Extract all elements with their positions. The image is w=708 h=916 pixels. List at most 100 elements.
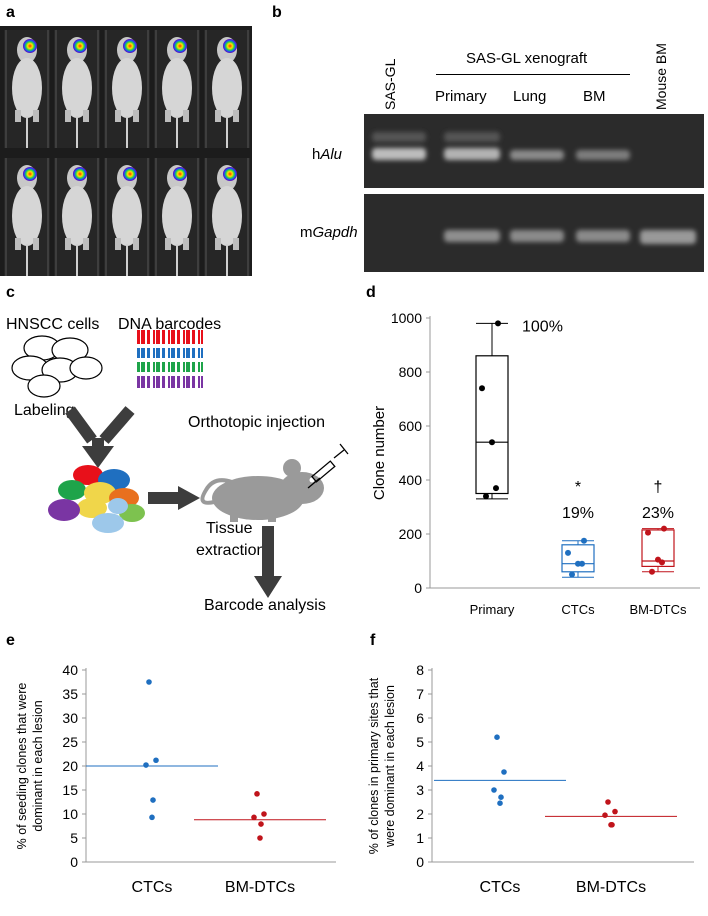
box xyxy=(561,544,595,573)
bioluminescence-signal xyxy=(223,39,237,53)
labeled-cell-cluster xyxy=(48,465,145,533)
y-tick-label: 600 xyxy=(399,418,423,434)
bioluminescence-signal xyxy=(73,39,87,53)
bioluminescence-signal xyxy=(23,39,37,53)
y-tick-label: 7 xyxy=(416,686,424,702)
bioluminescence-signal xyxy=(123,167,137,181)
cell-cluster xyxy=(11,335,103,398)
data-point xyxy=(483,493,489,500)
annotation: 19% xyxy=(562,505,594,522)
mouse-imaging-panel xyxy=(0,26,252,276)
data-point xyxy=(612,808,618,815)
bioluminescence-signal xyxy=(23,167,37,181)
data-point xyxy=(501,769,507,775)
dna-barcodes-label: DNA barcodes xyxy=(118,316,222,333)
y-tick-label: 6 xyxy=(416,710,424,726)
gel-image xyxy=(364,114,704,272)
panel-label-a: a xyxy=(6,4,15,21)
data-point xyxy=(491,787,497,793)
bioluminescence-signal xyxy=(123,39,137,53)
y-tick-label: 35 xyxy=(62,686,78,702)
band-gapdh-primary xyxy=(444,230,500,242)
gel-lane-label-sasgl: SAS-GL xyxy=(382,58,398,110)
syringe-icon xyxy=(307,443,349,489)
panel-label-e: e xyxy=(6,632,15,649)
y-tick-label: 200 xyxy=(399,526,423,542)
y-tick-label: 5 xyxy=(416,734,424,750)
y-tick-label: 5 xyxy=(70,830,78,846)
data-point xyxy=(489,439,495,446)
y-tick-label: 25 xyxy=(62,734,78,750)
data-point xyxy=(645,529,651,536)
data-point xyxy=(494,734,500,740)
box xyxy=(641,529,675,567)
band-alu-bm xyxy=(576,150,630,160)
y-tick-label: 3 xyxy=(416,782,424,798)
y-tick-label: 0 xyxy=(414,580,422,596)
x-tick-label: CTCs xyxy=(480,879,521,896)
y-tick-label: 1000 xyxy=(391,310,422,326)
data-point xyxy=(602,812,608,818)
data-point xyxy=(479,385,485,392)
band-gapdh-lung xyxy=(510,230,564,242)
data-point xyxy=(257,835,263,841)
data-point xyxy=(498,794,504,800)
data-point xyxy=(150,797,156,803)
dna-barcodes-graphic xyxy=(137,330,203,388)
data-point xyxy=(495,320,501,327)
gel-lane-label-bm: BM xyxy=(583,88,606,105)
y-tick-label: 0 xyxy=(70,854,78,870)
y-tick-label: 800 xyxy=(399,364,423,380)
panel-label-c: c xyxy=(6,284,15,301)
data-point xyxy=(261,811,267,817)
y-axis-label-line2: were dominant in each lesion xyxy=(383,685,397,848)
y-tick-label: 8 xyxy=(416,662,424,678)
band-alu-primary xyxy=(444,148,500,160)
merge-arrow xyxy=(65,406,135,444)
gel-row-label-alu: hAlu xyxy=(312,146,343,163)
panel-label-f: f xyxy=(370,632,376,649)
data-point xyxy=(497,800,503,806)
y-tick-label: 2 xyxy=(416,806,424,822)
significance-mark: † xyxy=(654,479,663,496)
annotation: 23% xyxy=(642,505,674,522)
x-tick-label: CTCs xyxy=(132,879,173,896)
xenograft-header: SAS-GL xenograft xyxy=(466,50,588,67)
data-point xyxy=(493,485,499,492)
data-point xyxy=(251,814,257,821)
xenograft-bracket xyxy=(436,74,630,75)
data-point xyxy=(579,560,585,567)
x-tick-label: CTCs xyxy=(561,602,595,617)
x-tick-label: BM-DTCs xyxy=(225,879,295,896)
data-point xyxy=(608,822,614,828)
y-tick-label: 0 xyxy=(416,854,424,870)
y-tick-label: 1 xyxy=(416,830,424,846)
gel-row-label-gapdh: mGapdh xyxy=(300,224,358,241)
y-tick-label: 40 xyxy=(62,662,78,678)
x-tick-label: BM-DTCs xyxy=(576,879,646,896)
x-tick-label: BM-DTCs xyxy=(629,602,687,617)
orthotopic-injection-label: Orthotopic injection xyxy=(188,414,325,431)
y-tick-label: 20 xyxy=(62,758,78,774)
y-axis-label-line1: % of seeding clones that were xyxy=(15,683,29,850)
y-axis-label-line2: dominant in each lesion xyxy=(31,700,45,831)
band-gapdh-bm xyxy=(576,230,630,242)
tissue-extraction-label: Tissue extraction xyxy=(196,520,266,559)
x-tick-label: Primary xyxy=(470,602,515,617)
gel-lane-label-lung: Lung xyxy=(513,88,547,105)
schematic-diagram xyxy=(11,330,349,598)
bioluminescence-signal xyxy=(223,167,237,181)
data-point xyxy=(143,762,149,768)
data-point xyxy=(649,568,655,575)
gel-lane-label-primary: Primary xyxy=(435,88,487,105)
labeling-label: Labeling xyxy=(14,402,75,419)
bioluminescence-signal xyxy=(173,167,187,181)
data-point xyxy=(581,537,587,544)
panel-label-b: b xyxy=(272,4,282,21)
gel-lane-label-mouse-bm: Mouse BM xyxy=(653,43,669,110)
band-gapdh-mousebm xyxy=(640,230,696,244)
data-point xyxy=(146,679,152,685)
bioluminescence-signal xyxy=(173,39,187,53)
